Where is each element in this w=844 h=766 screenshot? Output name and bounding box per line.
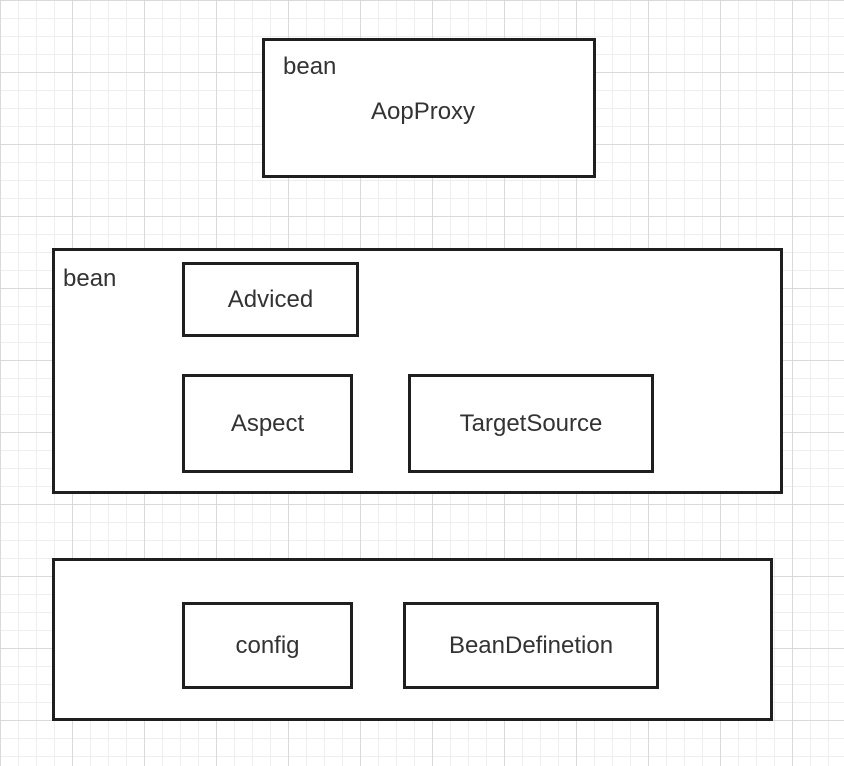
adviced-box: Adviced bbox=[182, 262, 359, 337]
advised-bean-label: bean bbox=[63, 265, 117, 292]
bean-definition-box: BeanDefinetion bbox=[403, 602, 659, 689]
config-box: config bbox=[182, 602, 353, 689]
aop-proxy-bean-label: bean bbox=[283, 53, 337, 80]
aop-proxy-title: AopProxy bbox=[371, 98, 476, 125]
aspect-box: Aspect bbox=[182, 374, 353, 473]
config-label: config bbox=[235, 631, 300, 659]
target-source-label: TargetSource bbox=[459, 409, 603, 437]
target-source-box: TargetSource bbox=[408, 374, 654, 473]
aspect-label: Aspect bbox=[230, 409, 305, 437]
bean-definition-label: BeanDefinetion bbox=[448, 631, 614, 659]
adviced-label: Adviced bbox=[227, 285, 314, 313]
aop-proxy-bean-box: bean AopProxy bbox=[262, 38, 596, 178]
